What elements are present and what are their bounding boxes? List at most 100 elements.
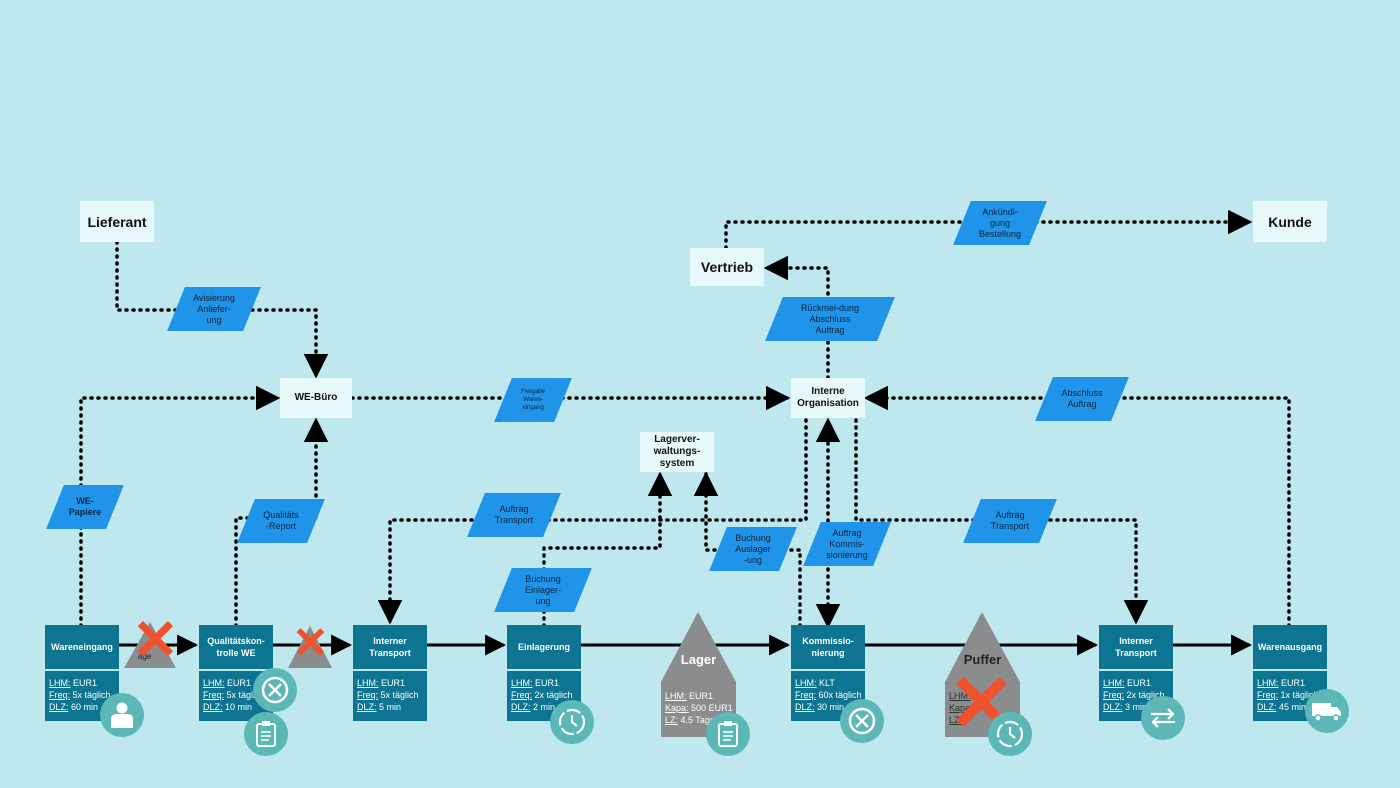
dlz-label: DLZ: <box>1257 702 1277 712</box>
info-we-papiere[interactable]: WE- Papiere <box>46 485 124 529</box>
info-ankuendigung[interactable]: Ankündi- gung Bestellung <box>953 201 1047 245</box>
we-buero-node[interactable]: WE-Büro <box>280 378 352 418</box>
info-label: Ankündi- gung Bestellung <box>978 206 1022 239</box>
info-label: WE- Papiere <box>68 496 102 517</box>
lhm-label: LHM: <box>203 678 225 688</box>
process-title: Warenausgang <box>1253 625 1327 669</box>
dlz-label: DLZ: <box>511 702 531 712</box>
worker-icon-glyph <box>111 702 133 728</box>
freq-label: Freq: <box>511 690 533 700</box>
lz-label: LZ: <box>665 715 679 725</box>
lz-value: 4.5 Tage <box>680 715 715 725</box>
lhm-value: EUR1 <box>1127 678 1152 688</box>
puffer-title: Puffer <box>963 652 1002 667</box>
info-label: Auftrag Transport <box>990 510 1030 531</box>
lhm-value: EUR1 <box>73 678 98 688</box>
info-qualitaets-report[interactable]: Qualitäts -Report <box>237 499 325 543</box>
freq-label: Freq: <box>49 690 71 700</box>
lz-label: LZ: <box>949 715 963 725</box>
clock-icon[interactable] <box>550 700 594 744</box>
clipboard-icon-glyph <box>718 721 738 747</box>
lhm-value: EUR1 <box>535 678 560 688</box>
info-auftrag-transport-2[interactable]: Auftrag Transport <box>963 499 1057 543</box>
info-label: Buchung Auslager -ung <box>735 532 771 565</box>
info-label: Auftrag Transport <box>494 504 534 525</box>
freq-value: 2x täglich <box>534 690 573 700</box>
info-flows <box>79 209 1291 629</box>
process-title: Einlagerung <box>507 625 581 669</box>
truck-icon[interactable] <box>1305 689 1349 733</box>
interne-organisation-node[interactable]: Interne Organisation <box>791 378 865 418</box>
dlz-value: 2 min <box>533 702 556 712</box>
cancel-icon-glyph <box>848 707 876 735</box>
kapa-label: Kapa: <box>949 703 973 713</box>
inventory-label: age <box>138 652 152 661</box>
info-line-org-vertrieb <box>763 255 830 380</box>
cancel-icon[interactable] <box>840 699 884 743</box>
freq-label: Freq: <box>357 690 379 700</box>
dlz-value: 30 min <box>817 702 845 712</box>
process-title: Interner Transport <box>353 625 427 669</box>
process-title: Kommissio- nierung <box>791 625 865 669</box>
dlz-label: DLZ: <box>1103 702 1123 712</box>
info-auftrag-kommissionierung[interactable]: Auftrag Kommis- sionierung <box>803 522 891 566</box>
dlz-label: DLZ: <box>357 702 377 712</box>
process-title: Qualitätskon- trolle WE <box>199 625 273 669</box>
lieferant-node[interactable]: Lieferant <box>80 201 154 242</box>
lhm-label: LHM: <box>665 691 687 701</box>
lagerverwaltungssystem-node[interactable]: Lagerver- waltungs- system <box>640 432 714 472</box>
info-line-wareneingang-we <box>79 385 281 628</box>
clipboard-icon-glyph <box>256 721 276 747</box>
dlz-value: 5 min <box>379 702 402 712</box>
process-title: Wareneingang <box>45 625 119 669</box>
clock-icon-glyph <box>996 720 1024 748</box>
kunde-node[interactable]: Kunde <box>1253 201 1327 242</box>
info-avisierung[interactable]: Avisierung Anliefer- ung <box>167 287 261 331</box>
dlz-label: DLZ: <box>795 702 815 712</box>
info-label: Abschluss Auftrag <box>1061 388 1103 409</box>
vertrieb-node[interactable]: Vertrieb <box>690 248 764 286</box>
info-line-org-transport <box>377 418 808 625</box>
lhm-label: LHM: <box>949 691 971 701</box>
freq-label: Freq: <box>1257 690 1279 700</box>
transfer-icon[interactable] <box>1141 696 1185 740</box>
worker-icon[interactable] <box>100 693 144 737</box>
info-rueckmeldung[interactable]: Rückmel-dung Abschluss Auftrag <box>765 297 895 341</box>
freq-value: 5x täglich <box>226 690 265 700</box>
lhm-label: LHM: <box>357 678 379 688</box>
lhm-value: EUR1 <box>227 678 252 688</box>
info-buchung-auslagerung[interactable]: Buchung Auslager -ung <box>709 527 797 571</box>
lhm-label: LHM: <box>49 678 71 688</box>
clipboard-icon[interactable] <box>706 712 750 756</box>
info-line-vertrieb-kunde <box>724 209 1253 250</box>
info-label: Avisierung Anliefer- ung <box>193 292 235 325</box>
lhm-value: EUR1 <box>381 678 406 688</box>
freq-value: 5x täglich <box>72 690 111 700</box>
lhm-label: LHM: <box>511 678 533 688</box>
cancel-icon[interactable] <box>253 668 297 712</box>
info-label: Qualitäts -Report <box>263 510 299 531</box>
freq-value: 5x täglich <box>380 690 419 700</box>
lhm-label: LHM: <box>1103 678 1125 688</box>
process-title: Interner Transport <box>1099 625 1173 669</box>
info-line-wa-org <box>863 385 1291 628</box>
info-label: Buchung Einlager- ung <box>524 573 562 606</box>
freq-value: 1x täglich <box>1280 690 1319 700</box>
process-data: LHM: EUR1 Freq: 5x täglich DLZ: 5 min <box>353 669 427 721</box>
info-buchung-einlagerung[interactable]: Buchung Einlager- ung <box>494 568 592 612</box>
info-auftrag-transport[interactable]: Auftrag Transport <box>467 493 561 537</box>
lhm-value: EUR1 <box>1281 678 1306 688</box>
info-freigabe[interactable]: Freigabe Waren- eingang <box>494 378 572 422</box>
strike-x-mark: ✕ <box>132 608 179 671</box>
dlz-label: DLZ: <box>49 702 69 712</box>
clock-icon[interactable] <box>988 712 1032 756</box>
transfer-icon-glyph <box>1151 708 1175 728</box>
clock-icon-glyph <box>558 708 586 736</box>
dlz-value: 10 min <box>225 702 253 712</box>
dlz-value: 60 min <box>71 702 99 712</box>
info-label: Auftrag Kommis- sionierung <box>826 527 868 560</box>
clipboard-icon[interactable] <box>244 712 288 756</box>
kapa-label: Kapa: <box>665 703 689 713</box>
inventory-triangle <box>124 622 176 668</box>
info-abschluss[interactable]: Abschluss Auftrag <box>1035 377 1129 421</box>
